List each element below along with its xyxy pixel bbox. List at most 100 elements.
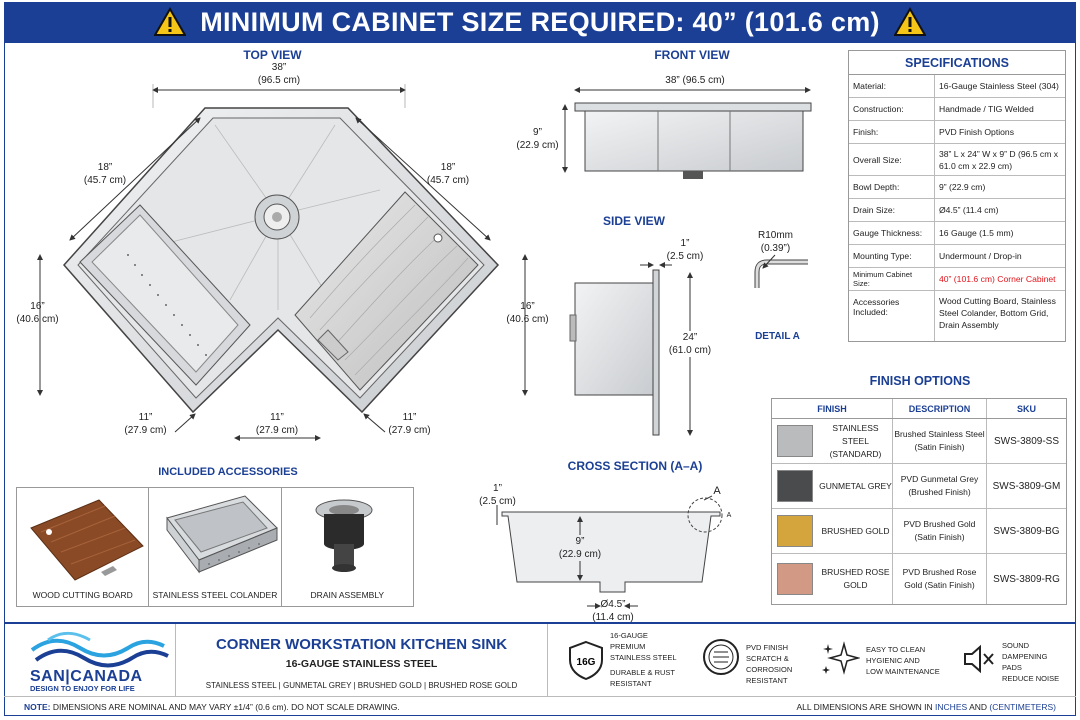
spec-row: Material: 16-Gauge Stainless Steel (304) <box>849 75 1065 98</box>
spec-key: Overall Size: <box>849 144 935 175</box>
finish-sku: SWS-3809-SS <box>993 435 1060 447</box>
dim-cross-flange: 1”(2.5 cm) <box>479 483 516 507</box>
banner-title: MINIMUM CABINET SIZE REQUIRED: 40” (101.… <box>200 6 880 37</box>
finish-swatch <box>777 425 813 457</box>
product-finish-list: STAINLESS STEEL | GUNMETAL GREY | BRUSHE… <box>205 681 518 690</box>
spec-row: Gauge Thickness: 16 Gauge (1.5 mm) <box>849 222 1065 245</box>
units-and: AND <box>969 701 988 712</box>
spec-value: Ø4.5” (11.4 cm) <box>939 205 999 215</box>
spec-row: Minimum Cabinet Size: 40” (101.6 cm) Corn… <box>849 268 1065 291</box>
dim-top-bottom-mid: 11”(27.9 cm) <box>255 412 299 436</box>
finish-row: STAINLESS STEEL (STANDARD) Brushed Stain… <box>772 419 1066 464</box>
spec-key: Finish: <box>849 121 935 143</box>
dim-top-width: 38”(96.5 cm) <box>257 62 301 86</box>
dim-top-bottom-right: 11”(27.9 cm) <box>388 412 431 436</box>
dim-front-height: 9”(22.9 cm) <box>516 127 559 151</box>
spec-value: 38” L x 24” W x 9” D (96.5 cm x 61.0 cm … <box>939 148 1059 171</box>
finish-row: GUNMETAL GREY PVD Gunmetal Grey (Brushed… <box>772 464 1066 509</box>
warning-banner: MINIMUM CABINET SIZE REQUIRED: 40” (101.… <box>4 2 1076 42</box>
dim-side-flange: 1”(2.5 cm) <box>666 238 704 262</box>
top-view-title: TOP VIEW <box>243 48 302 62</box>
finish-name: BRUSHED GOLD <box>821 525 890 536</box>
product-subtitle: 16-GAUGE STAINLESS STEEL <box>285 658 438 670</box>
note-label: NOTE: <box>24 701 51 712</box>
sparkle-icon <box>822 641 860 675</box>
description-header: DESCRIPTION <box>893 399 987 418</box>
accessory-label: WOOD CUTTING BOARD <box>32 590 133 600</box>
finish-options-table: FINISH DESCRIPTION SKU STAINLESS STEEL (… <box>771 398 1067 605</box>
finish-row: BRUSHED GOLD PVD Brushed Gold (Satin Fin… <box>772 509 1066 554</box>
front-view-drawing <box>562 87 812 179</box>
nominal-note: NOTE: DIMENSIONS ARE NOMINAL AND MAY VAR… <box>24 702 400 712</box>
finish-description: PVD Gunmetal Grey (Brushed Finish) <box>893 464 987 508</box>
mute-speaker-icon <box>964 644 994 674</box>
accessory-colander: STAINLESS STEEL COLANDER <box>149 488 282 606</box>
note-text: DIMENSIONS ARE NOMINAL AND MAY VARY ±1/4… <box>52 701 400 712</box>
spec-value: 16 Gauge (1.5 mm) <box>939 228 1014 238</box>
dim-cross-drain: Ø4.5”(11.4 cm) <box>592 599 634 623</box>
accessory-drain: DRAIN ASSEMBLY <box>282 488 413 606</box>
spec-key: Accessories Included: <box>849 291 935 341</box>
drawing-frame <box>4 42 1076 716</box>
finish-swatch <box>777 470 813 502</box>
spec-key: Bowl Depth: <box>849 176 935 198</box>
dim-top-depth-left: 16”(40.6 cm) <box>16 301 59 325</box>
dim-front-width: 38” (96.5 cm) <box>665 75 725 86</box>
spec-row: Construction:Handmade / TIG Welded <box>849 98 1065 121</box>
finish-sku: SWS-3809-GM <box>992 480 1061 492</box>
brand-block: SAN|CANADA DESIGN TO ENJOY FOR LIFE <box>4 624 176 696</box>
spec-key: Material: <box>849 75 935 97</box>
finish-table-header: FINISH DESCRIPTION SKU <box>772 399 1066 419</box>
dim-top-bottom-left: 11”(27.9 cm) <box>124 412 167 436</box>
accessory-cutting-board: WOOD CUTTING BOARD <box>17 488 150 606</box>
warning-icon <box>893 7 926 36</box>
brand-tagline: DESIGN TO ENJOY FOR LIFE <box>30 684 135 693</box>
spec-row: Finish:PVD Finish Options <box>849 121 1065 144</box>
detail-a-drawing <box>754 254 808 288</box>
finish-description: PVD Brushed Rose Gold (Satin Finish) <box>893 554 987 604</box>
accessories-panel: WOOD CUTTING BOARD STAINLESS STEEL COLAN… <box>16 487 414 607</box>
spec-value: Handmade / TIG Welded <box>939 104 1034 114</box>
accessory-label: DRAIN ASSEMBLY <box>310 590 385 600</box>
spec-row: Drain Size:Ø4.5” (11.4 cm) <box>849 199 1065 222</box>
spec-key: Mounting Type: <box>849 245 935 267</box>
product-title: CORNER WORKSTATION KITCHEN SINK <box>215 636 508 653</box>
dim-top-depth-right: 16”(40.6 cm) <box>506 301 549 325</box>
spec-value: Wood Cutting Board, Stainless Steel Cola… <box>939 296 1056 330</box>
brand-name: SAN|CANADA <box>30 668 143 685</box>
spec-value: Undermount / Drop-in <box>939 251 1022 261</box>
dim-top-side-right: 18”(45.7 cm) <box>426 162 470 186</box>
spec-value: 40” (101.6 cm) Corner Cabinet <box>939 274 1056 284</box>
spec-row: Accessories Included:Wood Cutting Board,… <box>849 291 1065 341</box>
wave-logo-icon <box>30 631 169 668</box>
dim-top-side-left: 18”(45.7 cm) <box>83 162 127 186</box>
cutting-board-image <box>30 499 144 581</box>
finish-row: BRUSHED ROSE GOLD PVD Brushed Rose Gold … <box>772 554 1066 604</box>
finish-swatch <box>777 515 813 547</box>
sku-header: SKU <box>1016 403 1036 414</box>
coating-icon <box>703 639 739 675</box>
finish-sku: SWS-3809-BG <box>993 525 1060 537</box>
accessory-label: STAINLESS STEEL COLANDER <box>152 590 278 600</box>
units-inches: INCHES <box>935 701 968 712</box>
finish-options-title: FINISH OPTIONS <box>869 374 971 388</box>
finish-description: PVD Brushed Gold (Satin Finish) <box>893 509 987 553</box>
spec-row: Bowl Depth: 9” (22.9 cm) <box>849 176 1065 199</box>
product-block: CORNER WORKSTATION KITCHEN SINK 16-GAUGE… <box>176 624 548 696</box>
spec-value: 9” (22.9 cm) <box>939 182 986 192</box>
cross-section-title: CROSS SECTION (A–A) <box>567 459 703 473</box>
dim-side-depth: 24”(61.0 cm) <box>662 331 718 357</box>
accessories-title: INCLUDED ACCESSORIES <box>158 466 298 478</box>
side-view-title: SIDE VIEW <box>602 214 665 228</box>
spec-key: Gauge Thickness: <box>849 222 935 244</box>
warning-icon <box>154 7 187 36</box>
units-centimeters: (CENTIMETERS) <box>989 701 1056 712</box>
spec-key: Minimum Cabinet Size: <box>849 268 935 290</box>
finish-swatch <box>777 563 813 595</box>
front-view-title: FRONT VIEW <box>654 48 730 62</box>
units-note: ALL DIMENSIONS ARE SHOWN IN INCHES AND (… <box>796 702 1056 712</box>
spec-value: 16-Gauge Stainless Steel (304) <box>939 81 1059 91</box>
